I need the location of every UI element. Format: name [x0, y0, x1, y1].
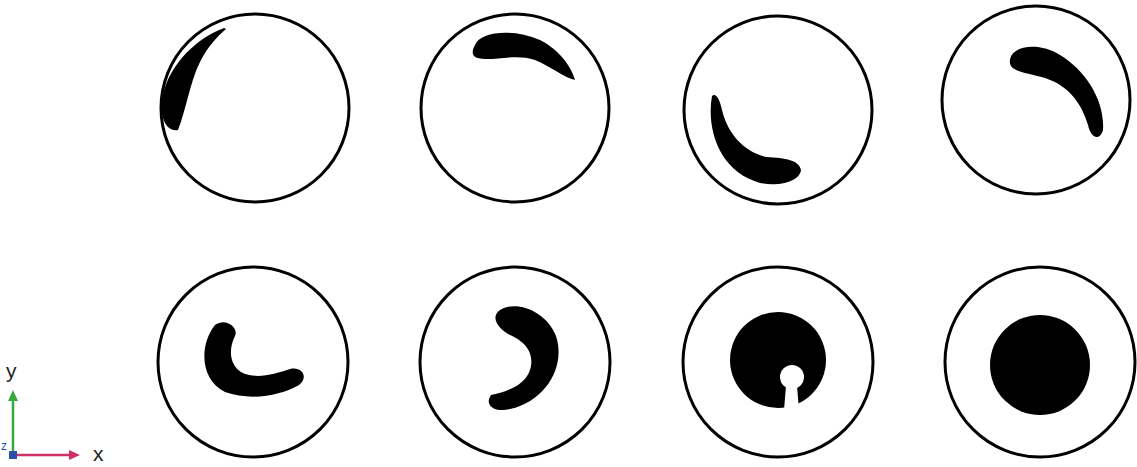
droplet — [990, 315, 1090, 415]
vessel-outline — [158, 267, 348, 457]
droplet — [204, 322, 303, 396]
x-arrowhead — [69, 450, 80, 460]
droplet — [711, 95, 801, 184]
vessel-outlines — [158, 6, 1135, 457]
droplet — [1010, 47, 1103, 137]
droplet-shapes — [162, 28, 1104, 415]
x-axis — [13, 454, 72, 457]
vessel-outline — [684, 16, 872, 204]
droplet-notch — [784, 386, 799, 410]
vessel-outline — [942, 6, 1130, 194]
droplet-hole — [780, 365, 804, 389]
droplet-gap — [780, 365, 804, 410]
y-arrowhead — [8, 390, 18, 401]
droplet — [473, 33, 575, 80]
axis-label: z — [1, 440, 7, 452]
vessel-outline — [420, 267, 610, 457]
droplet — [489, 306, 559, 410]
droplet — [730, 312, 826, 408]
y-axis — [12, 398, 15, 455]
vessel-outline — [683, 267, 873, 457]
droplet — [162, 28, 226, 130]
vessel-outline — [161, 14, 349, 202]
vessel-outline — [421, 14, 609, 202]
vessel-outline — [945, 267, 1135, 457]
axis-label: y — [6, 360, 17, 381]
axis-triad — [8, 390, 80, 460]
axis-label: x — [93, 443, 104, 464]
z-axis — [9, 451, 17, 459]
